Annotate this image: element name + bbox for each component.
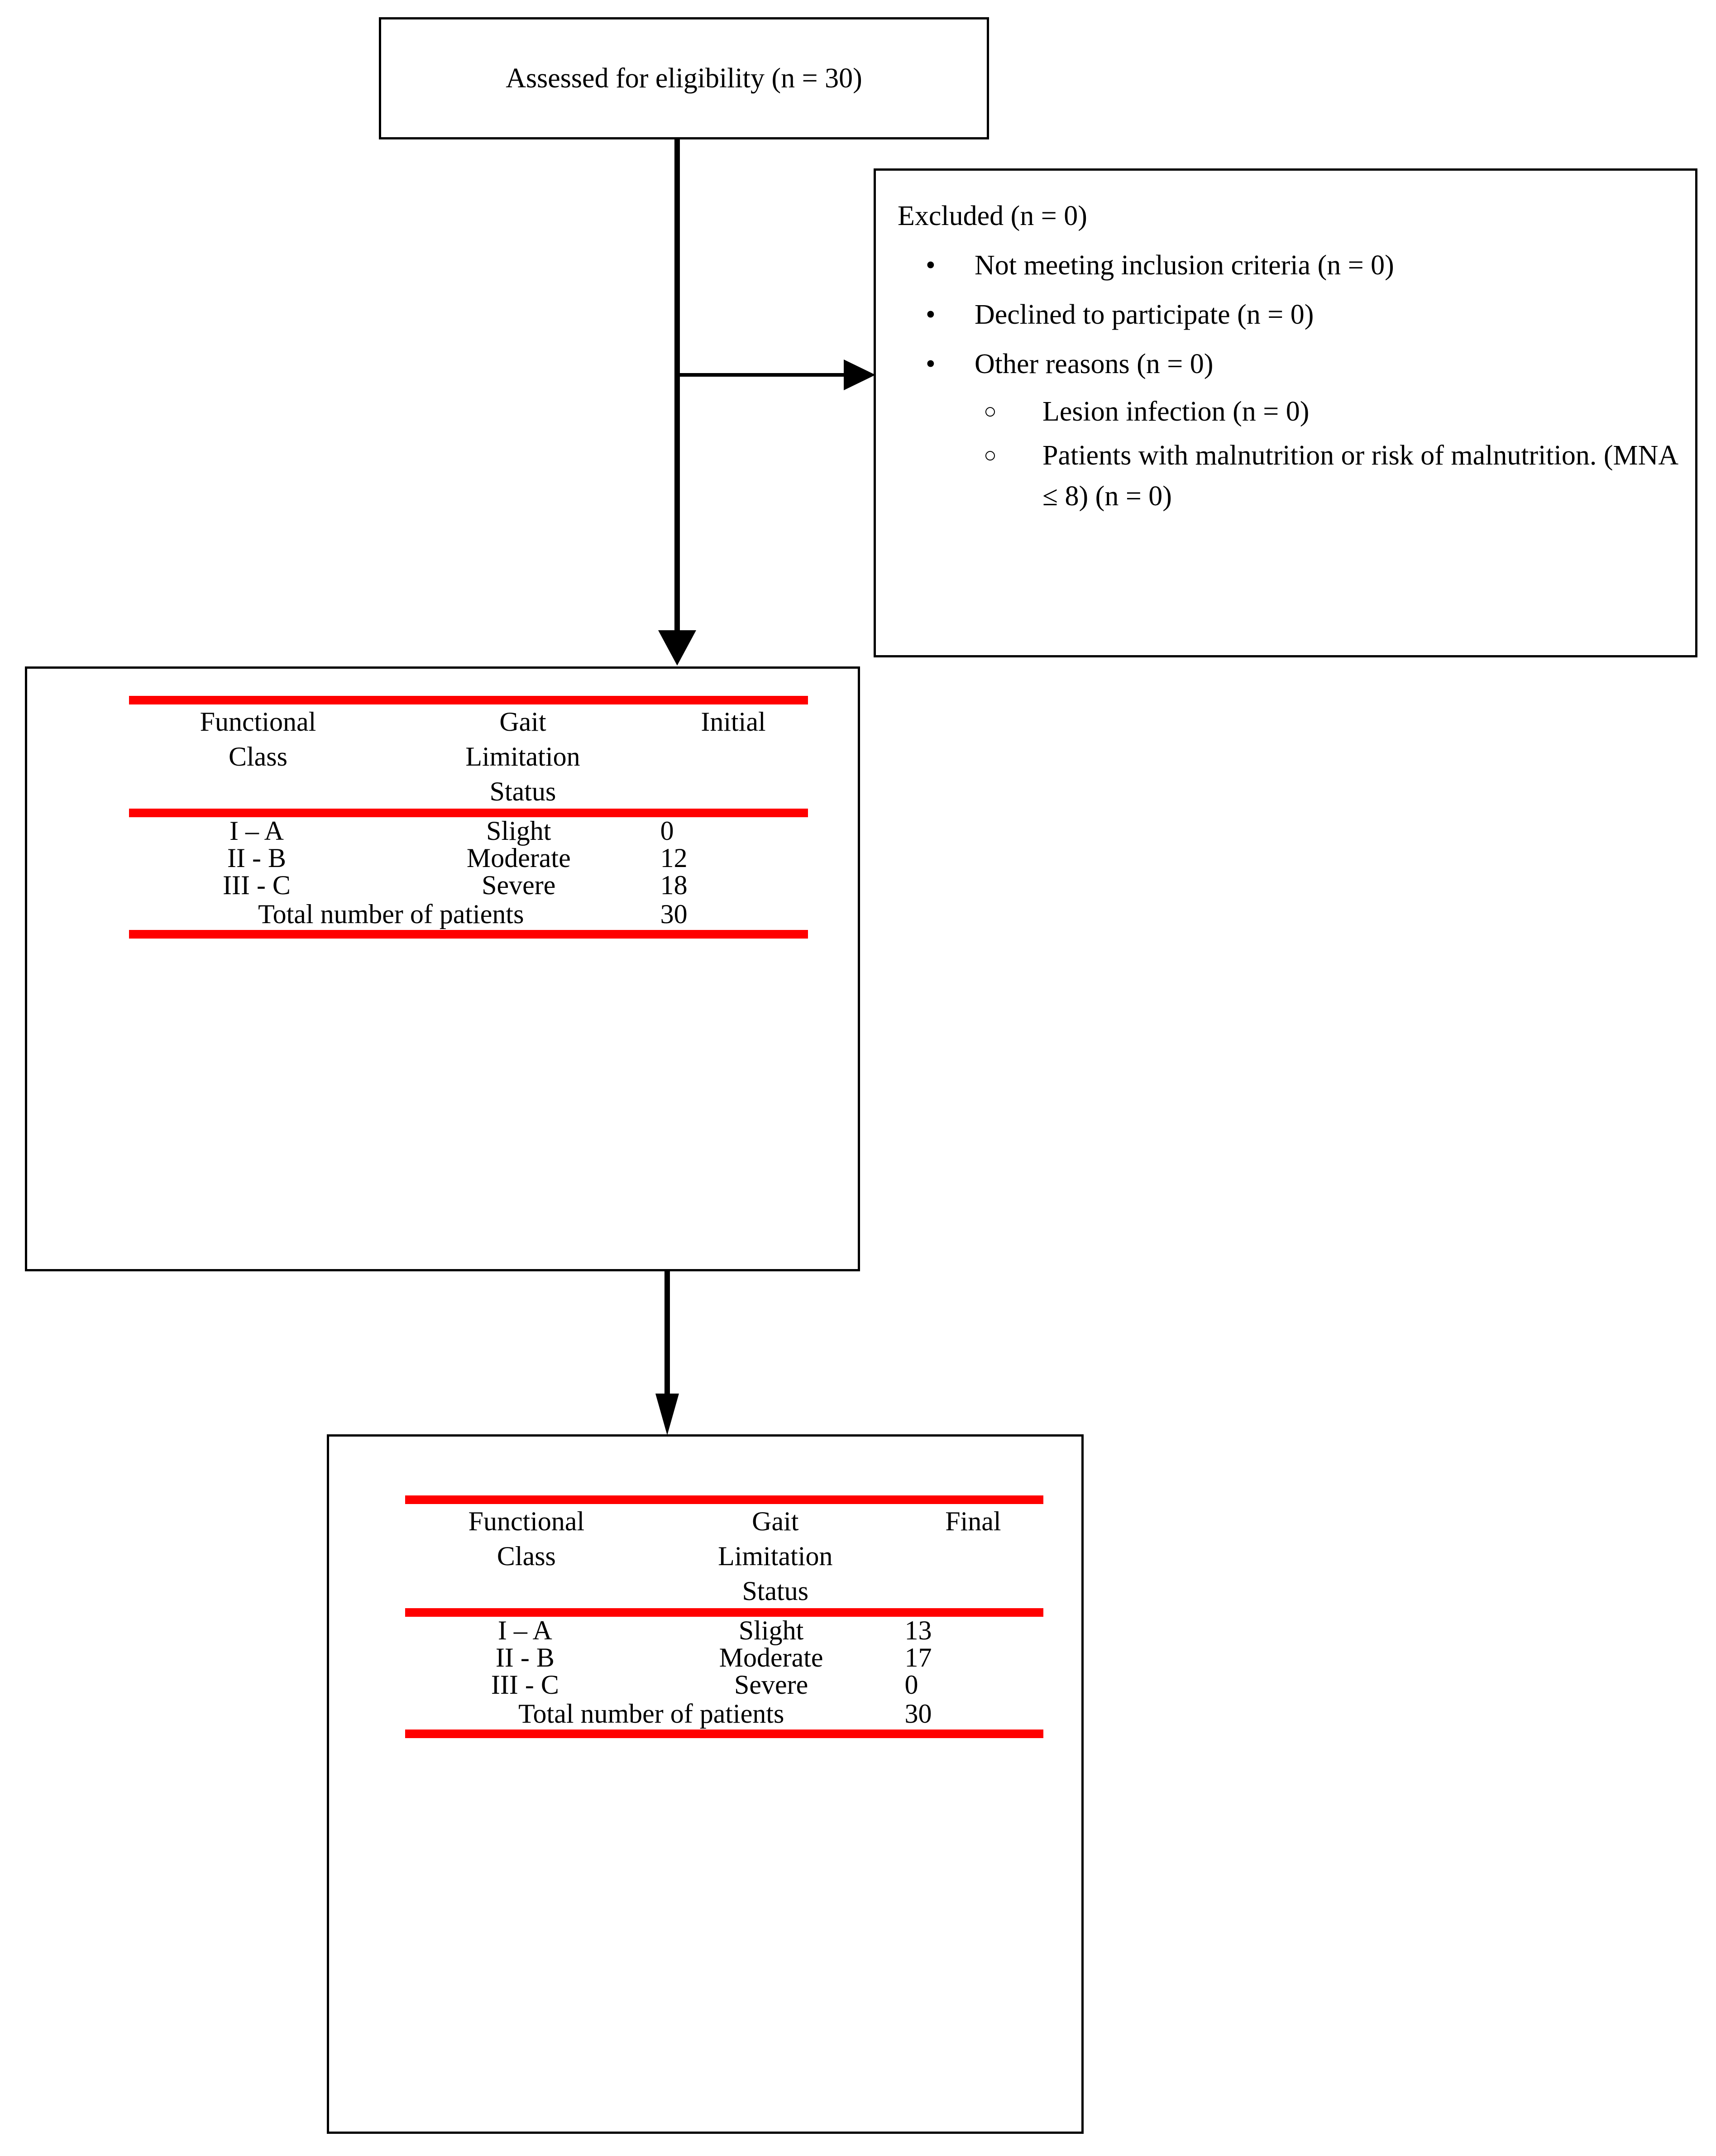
excluded-sub-reason-label: Patients with malnutrition or risk of ma…: [1042, 440, 1677, 512]
table-row: III - C Severe 0: [405, 1671, 1043, 1698]
excluded-reason-list: • Not meeting inclusion criteria (n = 0)…: [898, 248, 1677, 517]
table-row: III - C Severe 18: [129, 872, 808, 899]
assessed-for-eligibility-box: Assessed for eligibility (n = 30): [379, 17, 989, 139]
initial-status-table-body: I – A Slight 0 II - B Moderate 12 III - …: [129, 817, 808, 930]
header-line-3: Status: [742, 1576, 809, 1606]
arrow-head-to-initial-table: [658, 630, 696, 666]
excluded-box: Excluded (n = 0) • Not meeting inclusion…: [874, 168, 1697, 657]
excluded-sub-reason-label: Lesion infection (n = 0): [1042, 396, 1310, 427]
initial-status-table-box: Functional Class Gait Limitation Status …: [25, 666, 860, 1271]
cell-functional-class: III - C: [223, 870, 291, 901]
assessed-for-eligibility-label: Assessed for eligibility (n = 30): [506, 62, 862, 94]
list-item: ○ Lesion infection (n = 0): [975, 392, 1677, 432]
excluded-heading: Excluded (n = 0): [898, 201, 1087, 231]
table-row: I – A Slight 0: [129, 817, 808, 844]
total-value: 30: [904, 1699, 932, 1729]
header-line-1: Initial: [701, 707, 766, 737]
table-total-row: Total number of patients 30: [129, 899, 808, 930]
final-status-table-box: Functional Class Gait Limitation Status …: [327, 1434, 1084, 2134]
final-status-table-body: I – A Slight 13 II - B Moderate 17 III -…: [405, 1617, 1043, 1730]
final-status-table: Functional Class Gait Limitation Status …: [405, 1504, 1043, 1608]
cell-count: 12: [660, 843, 688, 873]
hollow-bullet-icon: ○: [984, 443, 997, 468]
table-top-rule: [129, 696, 808, 704]
header-final-count: Final: [903, 1504, 1043, 1608]
initial-table-wrapper: Functional Class Gait Limitation Status …: [129, 696, 808, 939]
bullet-icon: •: [926, 349, 936, 380]
connector-vertical-main: [674, 139, 680, 656]
connector-horizontal-to-excluded: [677, 373, 845, 377]
table-bottom-rule: [405, 1730, 1043, 1739]
cell-count: 13: [904, 1615, 932, 1646]
bullet-icon: •: [926, 249, 936, 281]
cell-functional-class: II - B: [227, 843, 286, 873]
cell-gait-status: Slight: [486, 816, 551, 846]
header-line-1: Final: [945, 1506, 1001, 1536]
hollow-bullet-icon: ○: [984, 399, 997, 423]
cell-functional-class: III - C: [491, 1670, 559, 1700]
cell-functional-class: II - B: [495, 1643, 554, 1673]
excluded-sub-reason-list: ○ Lesion infection (n = 0) ○ Patients wi…: [975, 392, 1677, 517]
initial-status-table: Functional Class Gait Limitation Status …: [129, 704, 808, 809]
cell-gait-status: Moderate: [719, 1643, 823, 1673]
cell-gait-status: Moderate: [466, 843, 571, 873]
final-table-wrapper: Functional Class Gait Limitation Status …: [405, 1495, 1043, 1739]
table-bottom-rule: [129, 930, 808, 939]
list-item: • Not meeting inclusion criteria (n = 0): [898, 248, 1677, 283]
table-row: II - B Moderate 17: [405, 1644, 1043, 1671]
header-line-1: Gait: [752, 1506, 799, 1536]
cell-gait-status: Slight: [738, 1615, 804, 1646]
total-label: Total number of patients: [518, 1699, 784, 1729]
cell-gait-status: Severe: [482, 870, 556, 901]
table-row: I – A Slight 13: [405, 1617, 1043, 1644]
header-functional-class: Functional Class: [405, 1504, 648, 1608]
arrow-head-to-final-table: [655, 1394, 679, 1435]
cell-count: 0: [660, 816, 674, 846]
header-line-2: Limitation: [465, 741, 580, 771]
header-line-2: Class: [228, 741, 288, 771]
table-header-row: Functional Class Gait Limitation Status …: [405, 1504, 1043, 1608]
header-line-3: Status: [489, 776, 556, 806]
table-row: II - B Moderate 12: [129, 844, 808, 872]
header-line-1: Gait: [499, 707, 546, 737]
header-line-2: Limitation: [718, 1541, 833, 1571]
excluded-reason-label: Not meeting inclusion criteria (n = 0): [975, 249, 1394, 281]
table-header-row: Functional Class Gait Limitation Status …: [129, 704, 808, 809]
header-functional-class: Functional Class: [129, 704, 387, 809]
cell-count: 0: [904, 1670, 918, 1700]
total-label: Total number of patients: [258, 899, 524, 929]
total-value: 30: [660, 899, 688, 929]
excluded-reason-label: Other reasons (n = 0): [975, 349, 1214, 380]
cell-gait-status: Severe: [734, 1670, 808, 1700]
cell-functional-class: I – A: [229, 816, 284, 846]
cell-functional-class: I – A: [497, 1615, 552, 1646]
cell-count: 18: [660, 870, 688, 901]
cell-count: 17: [904, 1643, 932, 1673]
table-header-rule: [405, 1608, 1043, 1617]
header-line-1: Functional: [468, 1506, 585, 1536]
list-item: • Other reasons (n = 0) ○ Lesion infecti…: [898, 346, 1677, 517]
arrow-head-to-excluded: [844, 359, 875, 390]
table-top-rule: [405, 1495, 1043, 1504]
header-gait-limitation-status: Gait Limitation Status: [648, 1504, 903, 1608]
bullet-icon: •: [926, 299, 936, 330]
header-gait-limitation-status: Gait Limitation Status: [387, 704, 659, 809]
table-total-row: Total number of patients 30: [405, 1698, 1043, 1730]
list-item: ○ Patients with malnutrition or risk of …: [975, 436, 1677, 517]
header-line-1: Functional: [200, 707, 316, 737]
excluded-reason-label: Declined to participate (n = 0): [975, 299, 1314, 330]
list-item: • Declined to participate (n = 0): [898, 297, 1677, 333]
connector-vertical-to-final: [664, 1270, 670, 1402]
header-line-2: Class: [497, 1541, 556, 1571]
table-header-rule: [129, 809, 808, 818]
header-initial-count: Initial: [659, 704, 808, 809]
